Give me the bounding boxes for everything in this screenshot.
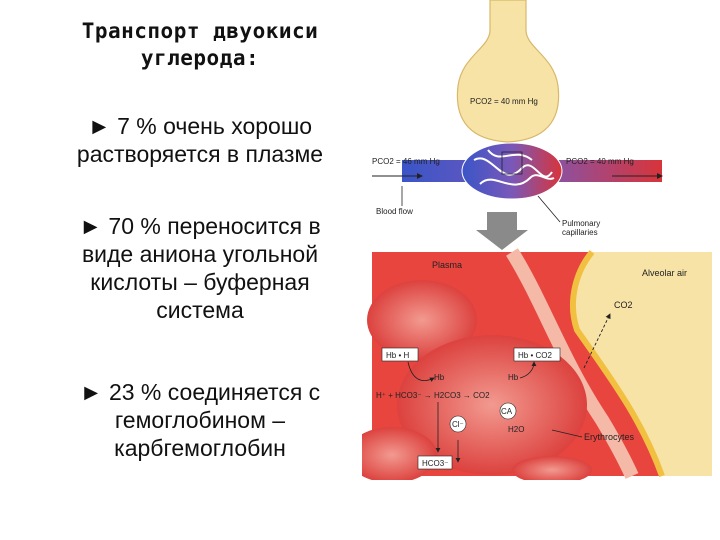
blood-flow-label: Blood flow bbox=[376, 207, 413, 216]
carbonic-anhydrase-badge bbox=[499, 402, 517, 420]
bullet-dissolved-plasma: ► 7 % очень хорошо растворяется в плазме bbox=[40, 112, 360, 168]
hco3-bottom-box bbox=[417, 455, 453, 470]
alveolar-air-label: Alveolar air bbox=[642, 268, 687, 278]
hco3-bottom-label: HCO3⁻ bbox=[422, 459, 448, 468]
bullet-line: виде аниона угольной bbox=[81, 241, 319, 267]
bullet-carbaminohemoglobin: ► 23 % соединяется с гемоглобином – карб… bbox=[40, 378, 360, 462]
erythrocytes-label: Erythrocytes bbox=[584, 432, 635, 442]
hb-co2-box bbox=[513, 347, 561, 362]
hb-right-label: Hb bbox=[508, 373, 519, 382]
plasma-label: Plasma bbox=[432, 260, 462, 270]
bullet-line: кислоты – буферная bbox=[90, 269, 310, 295]
pco2-alveolus-label: PCO2 = 40 mm Hg bbox=[470, 97, 538, 106]
hb-h-box bbox=[381, 347, 419, 362]
co2-transport-diagram: PCO2 = 40 mm Hg PCO2 = 46 mm Hg PCO2 = 4… bbox=[362, 0, 712, 480]
title-line-2: углерода: bbox=[140, 46, 260, 70]
bullet-line: гемоглобином – bbox=[114, 407, 286, 433]
title-line-1: Транспорт двуокиси bbox=[81, 19, 319, 43]
bullet-line: карбгемоглобин bbox=[114, 435, 286, 461]
zoom-box bbox=[501, 151, 523, 175]
co2-air-label: CO2 bbox=[614, 300, 633, 310]
hb-right-arrow bbox=[519, 361, 537, 379]
bullet-bicarbonate: ► 70 % переносится в виде аниона угольно… bbox=[40, 212, 360, 324]
zoomed-panel bbox=[362, 248, 712, 480]
erythrocytes-pointer bbox=[551, 429, 583, 438]
chloride-label: Cl⁻ bbox=[452, 420, 464, 429]
bullet-line: растворяется в плазме bbox=[76, 141, 324, 167]
zoom-arrow-icon bbox=[476, 212, 528, 250]
bullet-line: 23 % соединяется с bbox=[108, 379, 321, 405]
bullet-marker: ► bbox=[79, 379, 103, 405]
h2o-label: H2O bbox=[508, 425, 524, 434]
pulmonary-capillary bbox=[402, 142, 662, 200]
slide-title: Транспорт двуокиси углерода: bbox=[40, 18, 360, 72]
ca-label: CA bbox=[501, 407, 513, 416]
bullet-line: система bbox=[156, 297, 244, 323]
bullet-line: 7 % очень хорошо bbox=[117, 113, 313, 139]
bullet-marker: ► bbox=[87, 113, 111, 139]
hb-co2-label: Hb • CO2 bbox=[518, 351, 552, 360]
bullet-marker: ► bbox=[79, 213, 103, 239]
alveolus-shape bbox=[456, 0, 560, 143]
bullet-line: 70 % переносится в bbox=[108, 213, 321, 239]
capillaries-pointer bbox=[537, 195, 561, 223]
hb-h-label: Hb • H bbox=[386, 351, 409, 360]
hb-left-label: Hb bbox=[434, 373, 445, 382]
reaction-equation: H⁺ + HCO3⁻ → H2CO3 → CO2 bbox=[376, 391, 490, 400]
pco2-arterial-label: PCO2 = 40 mm Hg bbox=[566, 157, 634, 166]
chloride-badge bbox=[449, 415, 467, 433]
pulmonary-capillaries-label: Pulmonary capillaries bbox=[562, 219, 602, 237]
pco2-venous-label: PCO2 = 46 mm Hg bbox=[372, 157, 440, 166]
hb-left-arrow bbox=[407, 361, 435, 382]
